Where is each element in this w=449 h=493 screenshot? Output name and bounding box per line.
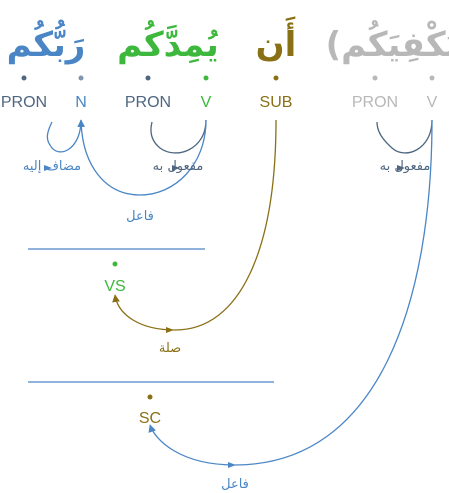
phrase-vs: VS [104,278,125,295]
arc-maful-2 [376,119,433,154]
word-rabbukum: رَبُّكُم [7,19,86,65]
node-dot [429,75,435,81]
node-dot [145,75,151,81]
relation-label: مفعول به [153,159,204,174]
relation-label: صلة [159,341,181,356]
arc-fail-2 [148,119,433,466]
tag-v: V [201,94,212,111]
arc-maful-1 [150,119,207,154]
node-dot [273,75,279,81]
node-dot [21,75,27,81]
word-an: أَن [256,16,297,65]
word-yumiddakum: يُمِدَّكُم [117,20,219,65]
node-dot [372,75,378,81]
node-dot [112,261,118,267]
arrowhead [397,165,405,171]
arc-idafa [46,119,82,153]
arrowhead [44,165,52,171]
tag-pron: PRON [125,94,171,111]
tag-sub: SUB [260,94,293,111]
word-yakfiyakum: (يَكْفِيَكُم [326,20,449,65]
arc-fail-1 [77,119,207,196]
relation-label: مفعول به [380,159,431,174]
node-dot [78,75,84,81]
tag-pron: PRON [1,94,47,111]
node-dot [147,394,153,400]
relation-label: فاعل [221,477,249,492]
tag-n: N [75,94,87,111]
arrowhead [172,165,180,171]
arc-sila [112,119,277,331]
relation-label: فاعل [126,209,154,224]
node-dot [203,75,209,81]
tag-v: V [427,94,438,111]
tag-pron: PRON [352,94,398,111]
relation-label: مضاف إليه [23,159,81,174]
phrase-sc: SC [139,410,161,427]
arrowhead [166,327,174,333]
arrowhead [228,462,236,468]
